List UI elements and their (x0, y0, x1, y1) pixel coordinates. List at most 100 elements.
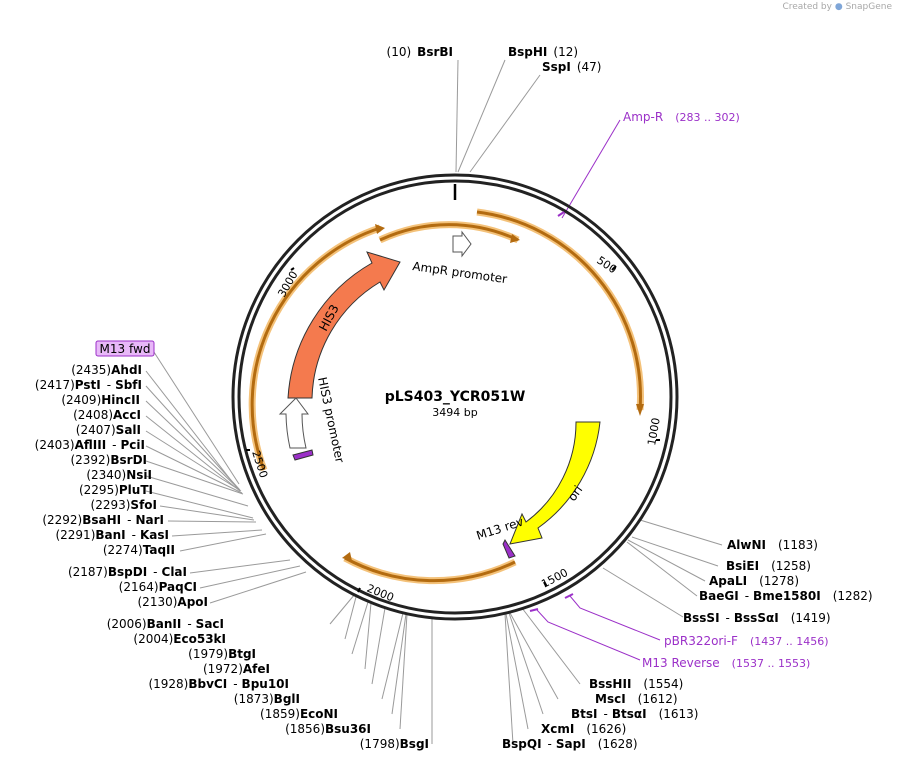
ori-feature[interactable] (509, 421, 601, 545)
restriction-site-label[interactable]: (2417)PstI-SbfI (35, 378, 142, 392)
site-name: AhdI (111, 363, 142, 377)
his3-feature[interactable] (287, 251, 401, 399)
site-pos: (2130) (138, 595, 178, 609)
site-pos: (1419) (791, 611, 831, 625)
site-name: BsgI (400, 737, 429, 751)
restriction-site-label[interactable]: (1928)BbvCI-Bpu10I (148, 677, 289, 691)
restriction-site-label[interactable]: (2435)AhdI (71, 363, 142, 377)
restriction-site-label[interactable]: BsiEI(1258) (726, 559, 811, 573)
site-name: BanI (95, 528, 125, 542)
site-pos: (47) (577, 60, 602, 74)
site-name: ApoI (177, 595, 208, 609)
m13-rev-feature[interactable] (502, 538, 516, 559)
restriction-site-label[interactable]: (2164)PaqCI (119, 580, 197, 594)
restriction-site-label[interactable]: BaeGI-Bme1580I(1282) (699, 589, 873, 603)
site-separator: - (548, 737, 552, 751)
site-name: BtsαI (612, 707, 647, 721)
credit-text: Created by (782, 2, 832, 12)
restriction-site-label[interactable]: MscI(1612) (595, 692, 678, 706)
restriction-site-label[interactable]: (1798)BsgI (360, 737, 429, 751)
restriction-site-label[interactable]: (2340)NsiI (86, 468, 152, 482)
site-name: EcoNI (300, 707, 338, 721)
pbr322ori-f-primer-mark (564, 593, 574, 599)
restriction-site-label[interactable]: (1972)AfeI (203, 662, 270, 676)
site-name: SspI (542, 60, 571, 74)
restriction-site-label[interactable]: (2392)BsrDI (70, 453, 147, 467)
site-pos: (1856) (285, 722, 325, 736)
restriction-site-label[interactable]: BspQI-SapI(1628) (502, 737, 638, 751)
restriction-site-label[interactable]: (2130)ApoI (138, 595, 209, 609)
leader-line (508, 612, 544, 715)
restriction-site-label[interactable]: (2291)BanI-KasI (55, 528, 169, 542)
site-separator: - (745, 589, 749, 603)
leader-line (505, 613, 529, 730)
restriction-site-label[interactable]: BssSI-BssSαI(1419) (683, 611, 831, 625)
primer-amp-r[interactable]: Amp-R(283 .. 302) (623, 110, 740, 124)
site-bsrbi[interactable]: (10)BsrBI (387, 45, 453, 59)
site-name: SbfI (115, 378, 142, 392)
primer-range: (1537 .. 1553) (732, 657, 811, 670)
restriction-site-label[interactable]: (2187)BspDI-ClaI (68, 565, 187, 579)
site-name: BtsI (571, 707, 598, 721)
restriction-site-label[interactable]: (1856)Bsu36I (285, 722, 371, 736)
restriction-site-label[interactable]: (2293)SfoI (91, 498, 157, 512)
site-separator: - (726, 611, 730, 625)
restriction-site-label[interactable]: BtsI-BtsαI(1613) (571, 707, 698, 721)
site-name: KasI (140, 528, 169, 542)
site-name: PciI (121, 438, 146, 452)
leader-line (631, 536, 719, 567)
leader-line (145, 370, 238, 489)
leader-line (145, 490, 254, 519)
restriction-site-label[interactable]: (2407)SalI (76, 423, 141, 437)
site-name: BtgI (228, 647, 256, 661)
site-name: AflIII (75, 438, 107, 452)
site-separator: - (233, 677, 237, 691)
restriction-site-label[interactable]: (2006)BanII-SacI (107, 617, 224, 631)
primer-m13-reverse[interactable]: M13 Reverse(1537 .. 1553) (642, 656, 810, 670)
restriction-site-label[interactable]: (2409)HincII (61, 393, 140, 407)
tick-mark (357, 587, 361, 593)
primer-leader-line (561, 119, 621, 219)
restriction-site-label[interactable]: (2408)AccI (73, 408, 141, 422)
site-pos: (2291) (55, 528, 95, 542)
restriction-site-label[interactable]: (2292)BsaHI-NarI (42, 513, 164, 527)
plasmid-name: pLS403_YCR051W (385, 389, 526, 405)
restriction-site-label[interactable]: (2274)TaqII (103, 543, 175, 557)
primer-pbr322ori-f[interactable]: pBR322ori-F(1437 .. 1456) (664, 634, 829, 648)
restriction-site-label[interactable]: BssHII(1554) (589, 677, 683, 691)
site-sspi[interactable]: SspI (47) (542, 60, 601, 74)
restriction-site-label[interactable]: (1979)BtgI (188, 647, 256, 661)
leader-line (371, 607, 386, 685)
site-name: BsrBI (417, 45, 453, 59)
primer-range: (1437 .. 1456) (750, 635, 829, 648)
restriction-site-label[interactable]: AlwNI(1183) (727, 538, 818, 552)
site-pos: (1278) (759, 574, 799, 588)
restriction-site-label[interactable]: XcmI(1626) (541, 722, 626, 736)
leader-line (602, 567, 684, 618)
restriction-site-label[interactable]: (2403)AflIII-PciI (35, 438, 145, 452)
site-separator: - (153, 565, 157, 579)
restriction-site-label[interactable]: (1873)BglI (234, 692, 300, 706)
restriction-site-label[interactable]: (2004)Eco53kI (133, 632, 226, 646)
leader-line (391, 613, 407, 715)
backbone-inner-ring (237, 179, 673, 615)
restriction-site-label[interactable]: ApaLI(1278) (709, 574, 799, 588)
features (278, 211, 601, 612)
ampr-promoter-feature[interactable] (452, 230, 472, 258)
orf-arrowhead (636, 404, 644, 416)
leader-line (509, 612, 559, 700)
site-pos: (2187) (68, 565, 108, 579)
site-pos: (1612) (638, 692, 678, 706)
snapgene-credit: Created by ● SnapGene (782, 2, 892, 12)
site-name: XcmI (541, 722, 574, 736)
restriction-site-label[interactable]: (1859)EcoNI (260, 707, 338, 721)
leader-line (521, 607, 581, 685)
primer-m13-fwd[interactable]: M13 fwd (95, 340, 155, 357)
tick-label-1000: 1000 (645, 417, 663, 447)
primer-badge (95, 340, 155, 357)
site-bsphi[interactable]: BspHI(12) (508, 45, 578, 59)
primer-name: M13 fwd (100, 342, 151, 356)
leader-line (626, 541, 698, 597)
restriction-site-label[interactable]: (2295)PluTI (79, 483, 153, 497)
his3-promoter-feature[interactable] (278, 397, 309, 449)
